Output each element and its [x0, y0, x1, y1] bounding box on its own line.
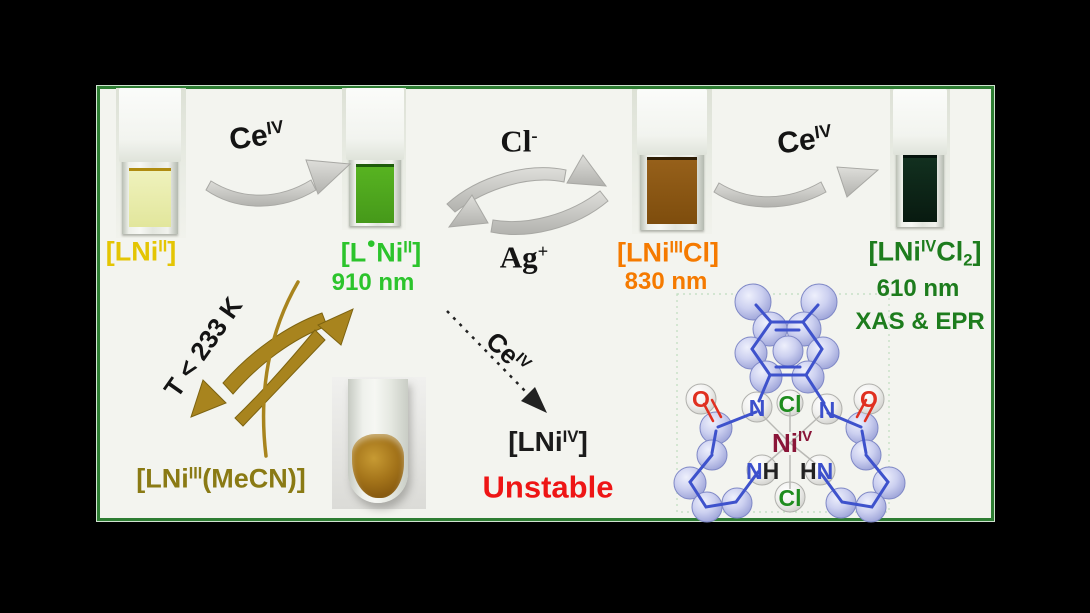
ce-base: Ce [227, 118, 270, 157]
cuvette-photo-lradni2 [342, 88, 406, 230]
equilibrium-arrows [446, 154, 609, 235]
hn-right-label: HN [800, 458, 833, 484]
cl-top-label: Cl [779, 391, 802, 417]
label-lni3mecn: [LNiIII(MeCN)] [136, 463, 306, 494]
lradni2-post: ] [412, 237, 422, 268]
lni3cl-post: ] [709, 237, 719, 268]
lni3cl-sup: III [669, 238, 683, 257]
lni3cl-pre: [LNi [617, 237, 670, 268]
lni3cl-mid: Cl [682, 237, 710, 268]
methods-xas-epr: XAS & EPR [855, 308, 985, 335]
cl-base: Cl [500, 123, 532, 159]
lni3mecn-pre: [LNi [136, 463, 189, 494]
lni3mecn-post: (MeCN)] [202, 463, 306, 494]
heteroatom-spheres [685, 383, 885, 513]
lradni2-mid: Ni [376, 237, 404, 268]
lradni2-sup: II [403, 238, 413, 257]
cuvette-photo-lni3cl [632, 89, 712, 234]
silver-label: Ag+ [500, 242, 549, 273]
cuvette-cap [119, 88, 181, 162]
cl-sup: - [531, 125, 538, 147]
cuvette-lni3cl [637, 89, 707, 230]
carbonyl-bonds [702, 398, 876, 423]
frozen-sample-tube [348, 379, 408, 503]
temperature-equilibrium-arrows [190, 280, 354, 458]
figure-panel [97, 86, 994, 521]
chloride-label: Cl- [500, 126, 537, 157]
wavelength-610: 610 nm [876, 275, 960, 302]
solution-green [356, 164, 394, 223]
o-left-label: O [692, 386, 710, 412]
cuvette-photo-lni2 [116, 88, 186, 238]
cuvette-lni2 [119, 88, 181, 234]
wavelength-830: 830 nm [624, 268, 708, 295]
solution-dark-green [903, 155, 937, 222]
frozen-sample-photo [332, 377, 426, 509]
cuvette-lni4cl2 [893, 89, 947, 227]
label-lradni2: [L•NiII] [340, 232, 422, 268]
lni2-pre: [LNi [105, 236, 159, 267]
cuvette-photo-lni4cl2 [890, 89, 950, 231]
label-lni4: [LNiIV] [508, 428, 588, 456]
skeleton-bonds [688, 303, 890, 509]
gold-swoosh [261, 280, 300, 458]
o-right-label: O [860, 386, 878, 412]
ce-sup: IV [265, 116, 285, 139]
nh-left-label: NH [746, 458, 779, 484]
lni3mecn-sup: III [188, 464, 203, 483]
unstable-label: Unstable [482, 469, 614, 505]
lni4cl2-pre: [LNi [868, 236, 921, 267]
n-left-label: N [749, 395, 766, 421]
n-right-label: N [819, 397, 836, 423]
cuvette-cap [893, 89, 947, 155]
ni-coordination-bonds [759, 412, 823, 489]
wavelength-910: 910 nm [331, 269, 415, 296]
ce-sup: IV [813, 120, 833, 143]
solution-brown [647, 157, 697, 224]
lni4cl2-sub: 2 [963, 250, 973, 270]
lni4cl2-mid: Cl [936, 236, 964, 267]
ce-base: Ce [775, 122, 818, 161]
cuvette-cap [346, 88, 404, 160]
label-lni3cl: [LNiIIICl] [617, 237, 719, 268]
ag-base: Ag [499, 239, 538, 275]
ce-arrow-left [205, 159, 352, 207]
ce-arrow-right [713, 166, 880, 208]
cl-bottom-label: Cl [779, 485, 802, 511]
solution-pale-yellow [129, 168, 171, 227]
lni4-sup: IV [562, 426, 579, 446]
radical-dot: • [367, 230, 376, 257]
lradni2-pre: [L [340, 237, 367, 268]
cuvette-lradni2 [346, 88, 404, 226]
lni4-pre: [LNi [508, 426, 563, 457]
molecule-dashed-box [676, 293, 890, 513]
label-lni2: [LNiII] [105, 236, 177, 267]
molecule-structure: O O N N Cl Cl NiIV NH HN [673, 283, 906, 523]
cuvette-cap [637, 89, 707, 155]
lni2-post: ] [167, 236, 177, 267]
ce-dashed-arrow [446, 310, 547, 413]
lni4cl2-sup: IV [920, 237, 937, 256]
lni4cl2-post: ] [972, 236, 982, 267]
label-lni4cl2: [LNiIVCl2] [868, 236, 982, 270]
frozen-amber-solid [352, 434, 404, 498]
lni2-sup: II [158, 237, 168, 256]
ag-sup: + [537, 241, 549, 263]
ni-label: NiIV [772, 428, 812, 458]
lni4-post: ] [578, 426, 588, 457]
